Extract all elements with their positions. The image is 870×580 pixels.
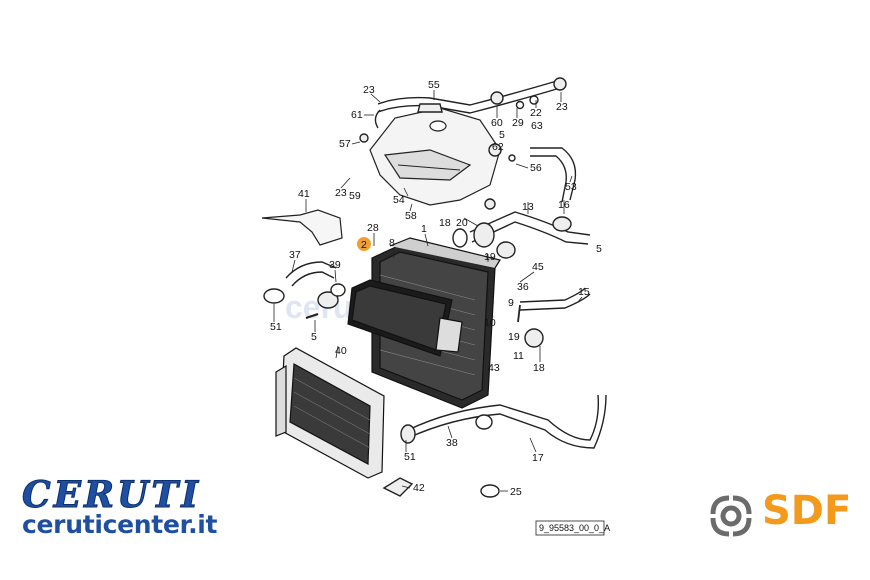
- coolant-pipes: [382, 211, 607, 498]
- callout-label: 5: [596, 243, 602, 255]
- callout-label: 60: [491, 117, 503, 129]
- callout-label: 51: [270, 321, 282, 333]
- callout-label: 45: [532, 261, 544, 273]
- air-deflector-plate: [261, 209, 343, 246]
- callout-label: 11: [513, 350, 524, 362]
- callout-label: 1: [421, 223, 427, 235]
- sdf-swirl-icon: [710, 495, 752, 537]
- callout-label: 61: [351, 109, 363, 121]
- callout-label: 42: [413, 482, 425, 494]
- callout-label: 59: [349, 190, 361, 202]
- callout-label: 57: [339, 138, 351, 150]
- left-hose-assembly: [263, 261, 346, 319]
- callout-labels: 23 55 61 60 29 22 23 63 5 62 57 56 23 59…: [270, 79, 602, 498]
- callout-label: 58: [405, 210, 417, 222]
- callout-label: 23: [363, 84, 375, 96]
- callout-label: 51: [404, 451, 416, 463]
- callout-label: 55: [428, 79, 440, 91]
- callout-label: 53: [565, 181, 577, 193]
- callout-label: 5: [311, 331, 317, 343]
- callout-label: 22: [530, 107, 542, 119]
- callout-label: 25: [510, 486, 522, 498]
- callout-label: 2: [361, 239, 367, 251]
- callout-label: 15: [578, 286, 590, 298]
- leader-lines: [273, 90, 583, 492]
- callout-label: 10: [484, 317, 496, 329]
- ceruti-url-text: ceruticenter.it: [22, 510, 218, 539]
- callout-label: 28: [367, 222, 379, 234]
- callout-label: 29: [512, 117, 524, 129]
- radiator-core-pack: [347, 237, 501, 409]
- callout-label: 54: [393, 194, 405, 206]
- highlight-badge: [357, 237, 371, 251]
- callout-label: 36: [517, 281, 529, 293]
- callout-label: 37: [289, 249, 301, 261]
- callout-label: 8: [389, 237, 395, 249]
- ceruti-logo-text: CERUTI: [21, 474, 202, 517]
- callout-label: 18: [533, 362, 545, 374]
- callout-label: 63: [531, 120, 543, 132]
- callout-label: 41: [298, 188, 310, 200]
- callout-label: 38: [446, 437, 458, 449]
- callout-label: 23: [556, 101, 568, 113]
- callout-label: 19: [484, 251, 496, 263]
- callout-label: 62: [492, 141, 504, 153]
- callout-label: 23: [335, 187, 347, 199]
- sdf-logo-text: SDF: [762, 488, 852, 534]
- callout-label: 9: [508, 297, 514, 309]
- callout-label: 20: [456, 217, 468, 229]
- callout-label: 40: [335, 345, 347, 357]
- top-hoses: [359, 77, 577, 210]
- callout-label: 5: [499, 129, 505, 141]
- callout-label: 18: [439, 217, 451, 229]
- callout-label: 56: [530, 162, 542, 174]
- callout-label: 39: [329, 259, 341, 271]
- reference-code-box: [535, 520, 605, 536]
- expansion-tank: [369, 107, 501, 206]
- reference-code: 9_95583_00_0_A: [539, 523, 610, 533]
- intercooler-core: [275, 347, 385, 479]
- callout-label: 19: [508, 331, 520, 343]
- callout-label: 17: [532, 452, 544, 464]
- callout-label: 43: [488, 362, 500, 374]
